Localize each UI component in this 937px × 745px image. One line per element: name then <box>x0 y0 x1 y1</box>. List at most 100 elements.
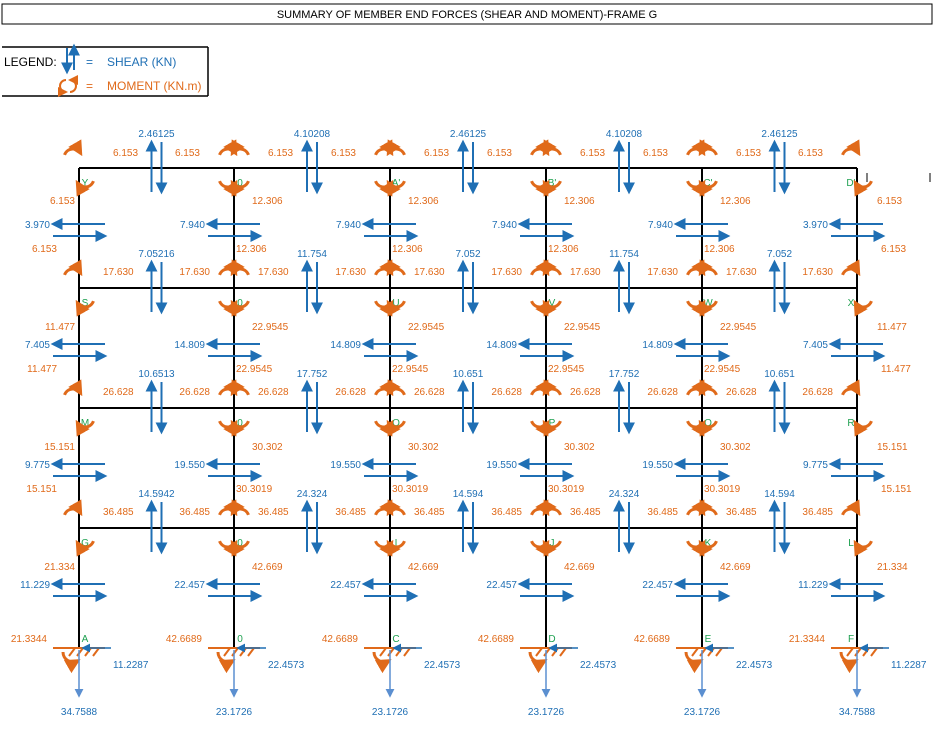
column-moment-top: 22.9545 <box>720 322 757 333</box>
moment-arrow <box>218 419 238 437</box>
beam-moment-right: 36.485 <box>647 507 678 518</box>
beam-moment-left: 6.153 <box>736 148 761 159</box>
moment-arrow <box>63 139 83 157</box>
support-hatch <box>68 647 76 657</box>
base-moment-value: 42.6689 <box>478 634 515 645</box>
moment-arrow <box>853 419 873 437</box>
column-moment-top: 22.9545 <box>408 322 445 333</box>
beam-moment-right: 6.153 <box>487 148 512 159</box>
column-shear-value: 19.550 <box>642 460 673 471</box>
beam-moment-left: 17.630 <box>258 267 289 278</box>
beam-shear-value: 7.052 <box>767 249 792 260</box>
base-moment-value: 42.6689 <box>166 634 203 645</box>
support-hatch <box>862 647 870 657</box>
column-shear-value: 19.550 <box>330 460 361 471</box>
moment-arrow <box>542 259 562 277</box>
legend: LEGEND: = SHEAR (KN) = MOMENT (KN.m) <box>2 43 209 97</box>
legend-label: LEGEND: <box>4 55 57 69</box>
beam-moment-right: 17.630 <box>335 267 366 278</box>
beam-moment-right: 6.153 <box>798 148 823 159</box>
node-label: A <box>82 634 89 645</box>
beam-moment-left: 26.628 <box>414 387 445 398</box>
moment-arrow <box>853 299 873 317</box>
beam-shear-value: 2.46125 <box>761 129 798 140</box>
beam-moment-left: 6.153 <box>424 148 449 159</box>
moment-arrow <box>530 419 550 437</box>
moment-arrow <box>218 179 238 197</box>
column-shear-value: 7.940 <box>648 220 673 231</box>
column-moment-bottom: 22.9545 <box>392 364 429 375</box>
moment-arrow <box>686 419 706 437</box>
node-label: C <box>392 634 399 645</box>
column-shear-value: 19.550 <box>486 460 517 471</box>
column-moment-top: 12.306 <box>720 196 751 207</box>
axial-value: 34.7588 <box>839 707 876 718</box>
moment-arrow <box>230 379 250 397</box>
column-moment-bottom: 12.306 <box>704 244 735 255</box>
base-moment-value: 42.6689 <box>322 634 359 645</box>
base-moment-arrow <box>61 651 81 674</box>
column-shear-value: 22.457 <box>642 580 673 591</box>
beam-moment-left: 17.630 <box>103 267 134 278</box>
beam-moment-left: 17.630 <box>414 267 445 278</box>
column-shear-value: 14.809 <box>174 340 205 351</box>
support-hatch <box>543 647 551 657</box>
support-hatch <box>231 647 239 657</box>
column-moment-top: 30.302 <box>408 442 439 453</box>
node-label: D <box>548 634 555 645</box>
base-shear-value: 22.4573 <box>736 660 773 671</box>
column-moment-top: 30.302 <box>252 442 283 453</box>
column-shear-value: 7.405 <box>25 340 50 351</box>
beam-moment-right: 17.630 <box>647 267 678 278</box>
column-shear-value: 14.809 <box>330 340 361 351</box>
support-hatch <box>551 647 559 657</box>
support-hatch <box>84 647 92 657</box>
beam-moment-right: 17.630 <box>491 267 522 278</box>
moment-arrow <box>530 179 550 197</box>
beam-moment-left: 6.153 <box>268 148 293 159</box>
support-hatch <box>715 647 723 657</box>
beam-shear-value: 2.46125 <box>138 129 175 140</box>
node-label: L <box>848 538 854 549</box>
column-moment-top: 21.334 <box>877 562 908 573</box>
beam-shear-value: 4.10208 <box>606 129 643 140</box>
base-moment-arrow <box>839 651 859 674</box>
moment-arrow <box>75 299 95 317</box>
moment-arrow <box>374 179 394 197</box>
base-moment-arrow <box>528 651 548 674</box>
column-moment-top: 22.9545 <box>252 322 289 333</box>
moment-arrow <box>63 499 83 517</box>
column-moment-top: 22.9545 <box>564 322 601 333</box>
column-shear-value: 11.229 <box>798 580 828 591</box>
beam-moment-right: 6.153 <box>175 148 200 159</box>
column-moment-bottom: 12.306 <box>548 244 579 255</box>
axial-value: 23.1726 <box>372 707 409 718</box>
moment-arrow <box>841 139 861 157</box>
column-shear-value: 7.940 <box>492 220 517 231</box>
axial-value: 34.7588 <box>61 707 98 718</box>
legend-moment-text: MOMENT (KN.m) <box>107 79 201 93</box>
column-shear-value: 22.457 <box>330 580 361 591</box>
beam-moment-right: 26.628 <box>179 387 210 398</box>
moment-arrow <box>686 299 706 317</box>
column-moment-bottom: 30.3019 <box>392 484 429 495</box>
moment-arrow <box>374 539 394 557</box>
beam-moment-left: 6.153 <box>113 148 138 159</box>
column-shear-value: 3.970 <box>25 220 50 231</box>
beam-moment-left: 36.485 <box>726 507 757 518</box>
beam-shear-value: 2.46125 <box>450 129 487 140</box>
moment-legend-icon <box>57 75 79 97</box>
column-moment-top: 42.669 <box>564 562 595 573</box>
moment-arrow <box>542 139 562 157</box>
node-label: E <box>705 634 712 645</box>
support-hatch <box>239 647 247 657</box>
support-hatch <box>870 647 878 657</box>
moment-arrow <box>75 179 95 197</box>
node-label: R <box>847 418 854 429</box>
column-moment-top: 15.151 <box>877 442 908 453</box>
support-hatch <box>379 647 387 657</box>
column-moment-top: 12.306 <box>564 196 595 207</box>
column-shear-value: 7.940 <box>180 220 205 231</box>
